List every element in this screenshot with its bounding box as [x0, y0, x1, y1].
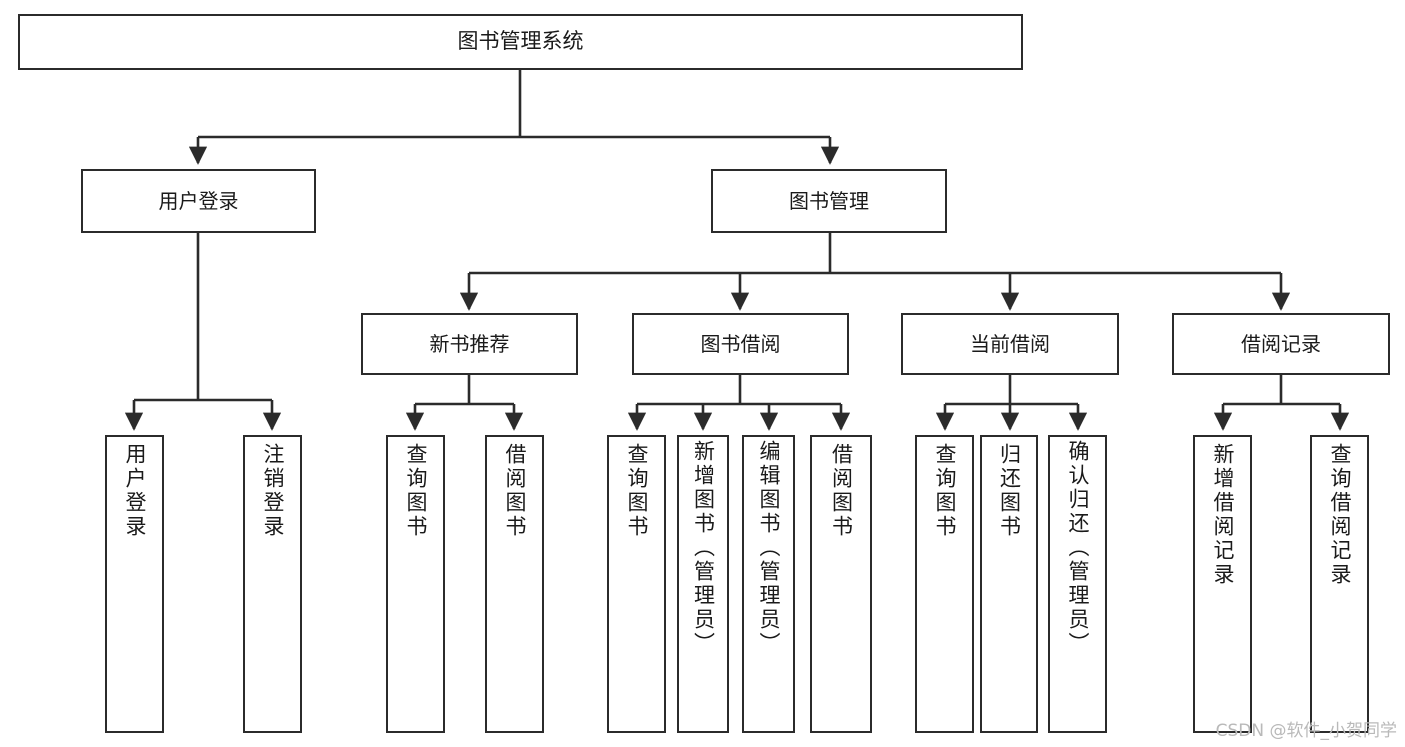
node-label: 新增借阅记录 [1211, 443, 1235, 587]
node-label: 用户登录 [158, 188, 239, 213]
leaf-borrow-books-new-book[interactable]: 借阅图书 [485, 435, 544, 733]
node-borrowing-records[interactable]: 借阅记录 [1172, 313, 1390, 375]
leaf-add-borrow-record[interactable]: 新增借阅记录 [1193, 435, 1252, 733]
node-label: 新书推荐 [429, 331, 510, 356]
node-label: 查询图书 [933, 443, 957, 539]
leaf-return-books[interactable]: 归还图书 [980, 435, 1038, 733]
leaf-user-login[interactable]: 用户登录 [105, 435, 164, 733]
node-label: 借阅图书 [829, 443, 854, 539]
node-label: 查询图书 [404, 443, 428, 539]
node-new-book-recommendation[interactable]: 新书推荐 [361, 313, 578, 375]
node-label: 查询借阅记录 [1328, 443, 1352, 587]
node-label: 新增图书（管理员） [691, 440, 716, 656]
leaf-confirm-return-admin[interactable]: 确认归还（管理员） [1048, 435, 1107, 733]
watermark-text: CSDN @软件_小贺同学 [1215, 721, 1397, 741]
node-label: 借阅记录 [1241, 331, 1321, 356]
leaf-query-books-borrowing[interactable]: 查询图书 [607, 435, 666, 733]
node-label: 查询图书 [625, 443, 649, 539]
leaf-borrow-books-borrowing[interactable]: 借阅图书 [810, 435, 872, 733]
leaf-query-books-new-book[interactable]: 查询图书 [386, 435, 445, 733]
node-current-borrowing[interactable]: 当前借阅 [901, 313, 1119, 375]
leaf-add-book-admin[interactable]: 新增图书（管理员） [677, 435, 729, 733]
node-label: 用户登录 [123, 443, 147, 539]
node-label: 确认归还（管理员） [1066, 440, 1090, 656]
leaf-query-books-current[interactable]: 查询图书 [915, 435, 974, 733]
node-root-book-management-system[interactable]: 图书管理系统 [18, 14, 1023, 70]
node-label: 借阅图书 [503, 443, 527, 539]
node-label: 编辑图书（管理员） [757, 440, 781, 656]
node-label: 图书管理系统 [457, 29, 584, 54]
node-label: 图书借阅 [700, 331, 781, 356]
leaf-logout[interactable]: 注销登录 [243, 435, 302, 733]
node-label: 图书管理 [789, 188, 869, 213]
node-label: 注销登录 [261, 443, 285, 539]
node-book-borrowing[interactable]: 图书借阅 [632, 313, 849, 375]
node-label: 当前借阅 [970, 331, 1050, 356]
node-label: 归还图书 [997, 443, 1022, 539]
node-book-management[interactable]: 图书管理 [711, 169, 947, 233]
leaf-query-borrow-record[interactable]: 查询借阅记录 [1310, 435, 1369, 733]
leaf-edit-book-admin[interactable]: 编辑图书（管理员） [742, 435, 795, 733]
node-user-login[interactable]: 用户登录 [81, 169, 316, 233]
